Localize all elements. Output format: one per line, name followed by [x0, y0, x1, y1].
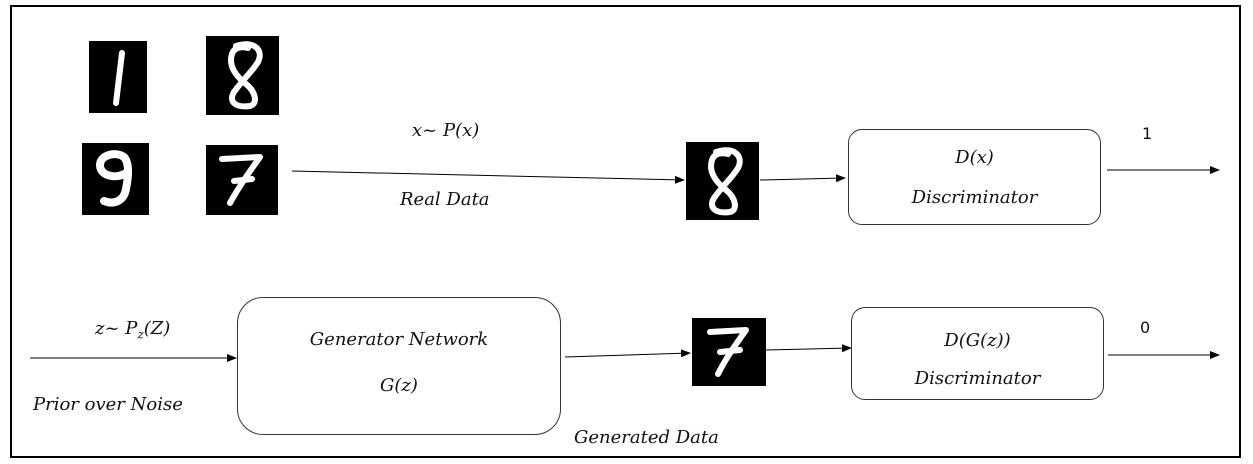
mnist-digit-7-generated [692, 318, 766, 386]
output-fake-label: 0 [1140, 318, 1151, 337]
arrow-to-discriminator-fake [765, 344, 852, 353]
mnist-digit-7-sample [206, 145, 278, 215]
generated-data-label: Generated Data [574, 427, 719, 448]
real-sample-label: x~ P(x) [412, 120, 480, 141]
output-real-label: 1 [1142, 124, 1153, 143]
noise-caption: Prior over Noise [33, 394, 183, 415]
discriminator-fake-title: Discriminator [914, 368, 1041, 389]
mnist-digit-8-real [686, 142, 759, 220]
discriminator-fake-func: D(G(z)) [944, 330, 1011, 351]
arrow-generated-data [564, 349, 691, 358]
generator-func: G(z) [380, 375, 418, 396]
real-data-label: Real Data [400, 189, 490, 210]
discriminator-real-func: D(x) [955, 147, 994, 168]
mnist-digit-9 [82, 143, 149, 215]
discriminator-real-box: D(x) Discriminator [848, 129, 1101, 225]
arrow-real-data [291, 170, 685, 184]
discriminator-fake-box: D(G(z)) Discriminator [851, 307, 1104, 400]
mnist-digit-8-sample [206, 36, 279, 115]
noise-subscript: z [137, 327, 144, 342]
mnist-digit-1 [89, 41, 147, 113]
discriminator-real-title: Discriminator [911, 187, 1038, 208]
generator-title: Generator Network [309, 329, 489, 350]
arrow-to-discriminator-real [759, 174, 846, 183]
noise-sample-label: z~ Pz(Z) [95, 318, 171, 342]
generator-box: Generator Network G(z) [237, 297, 561, 435]
